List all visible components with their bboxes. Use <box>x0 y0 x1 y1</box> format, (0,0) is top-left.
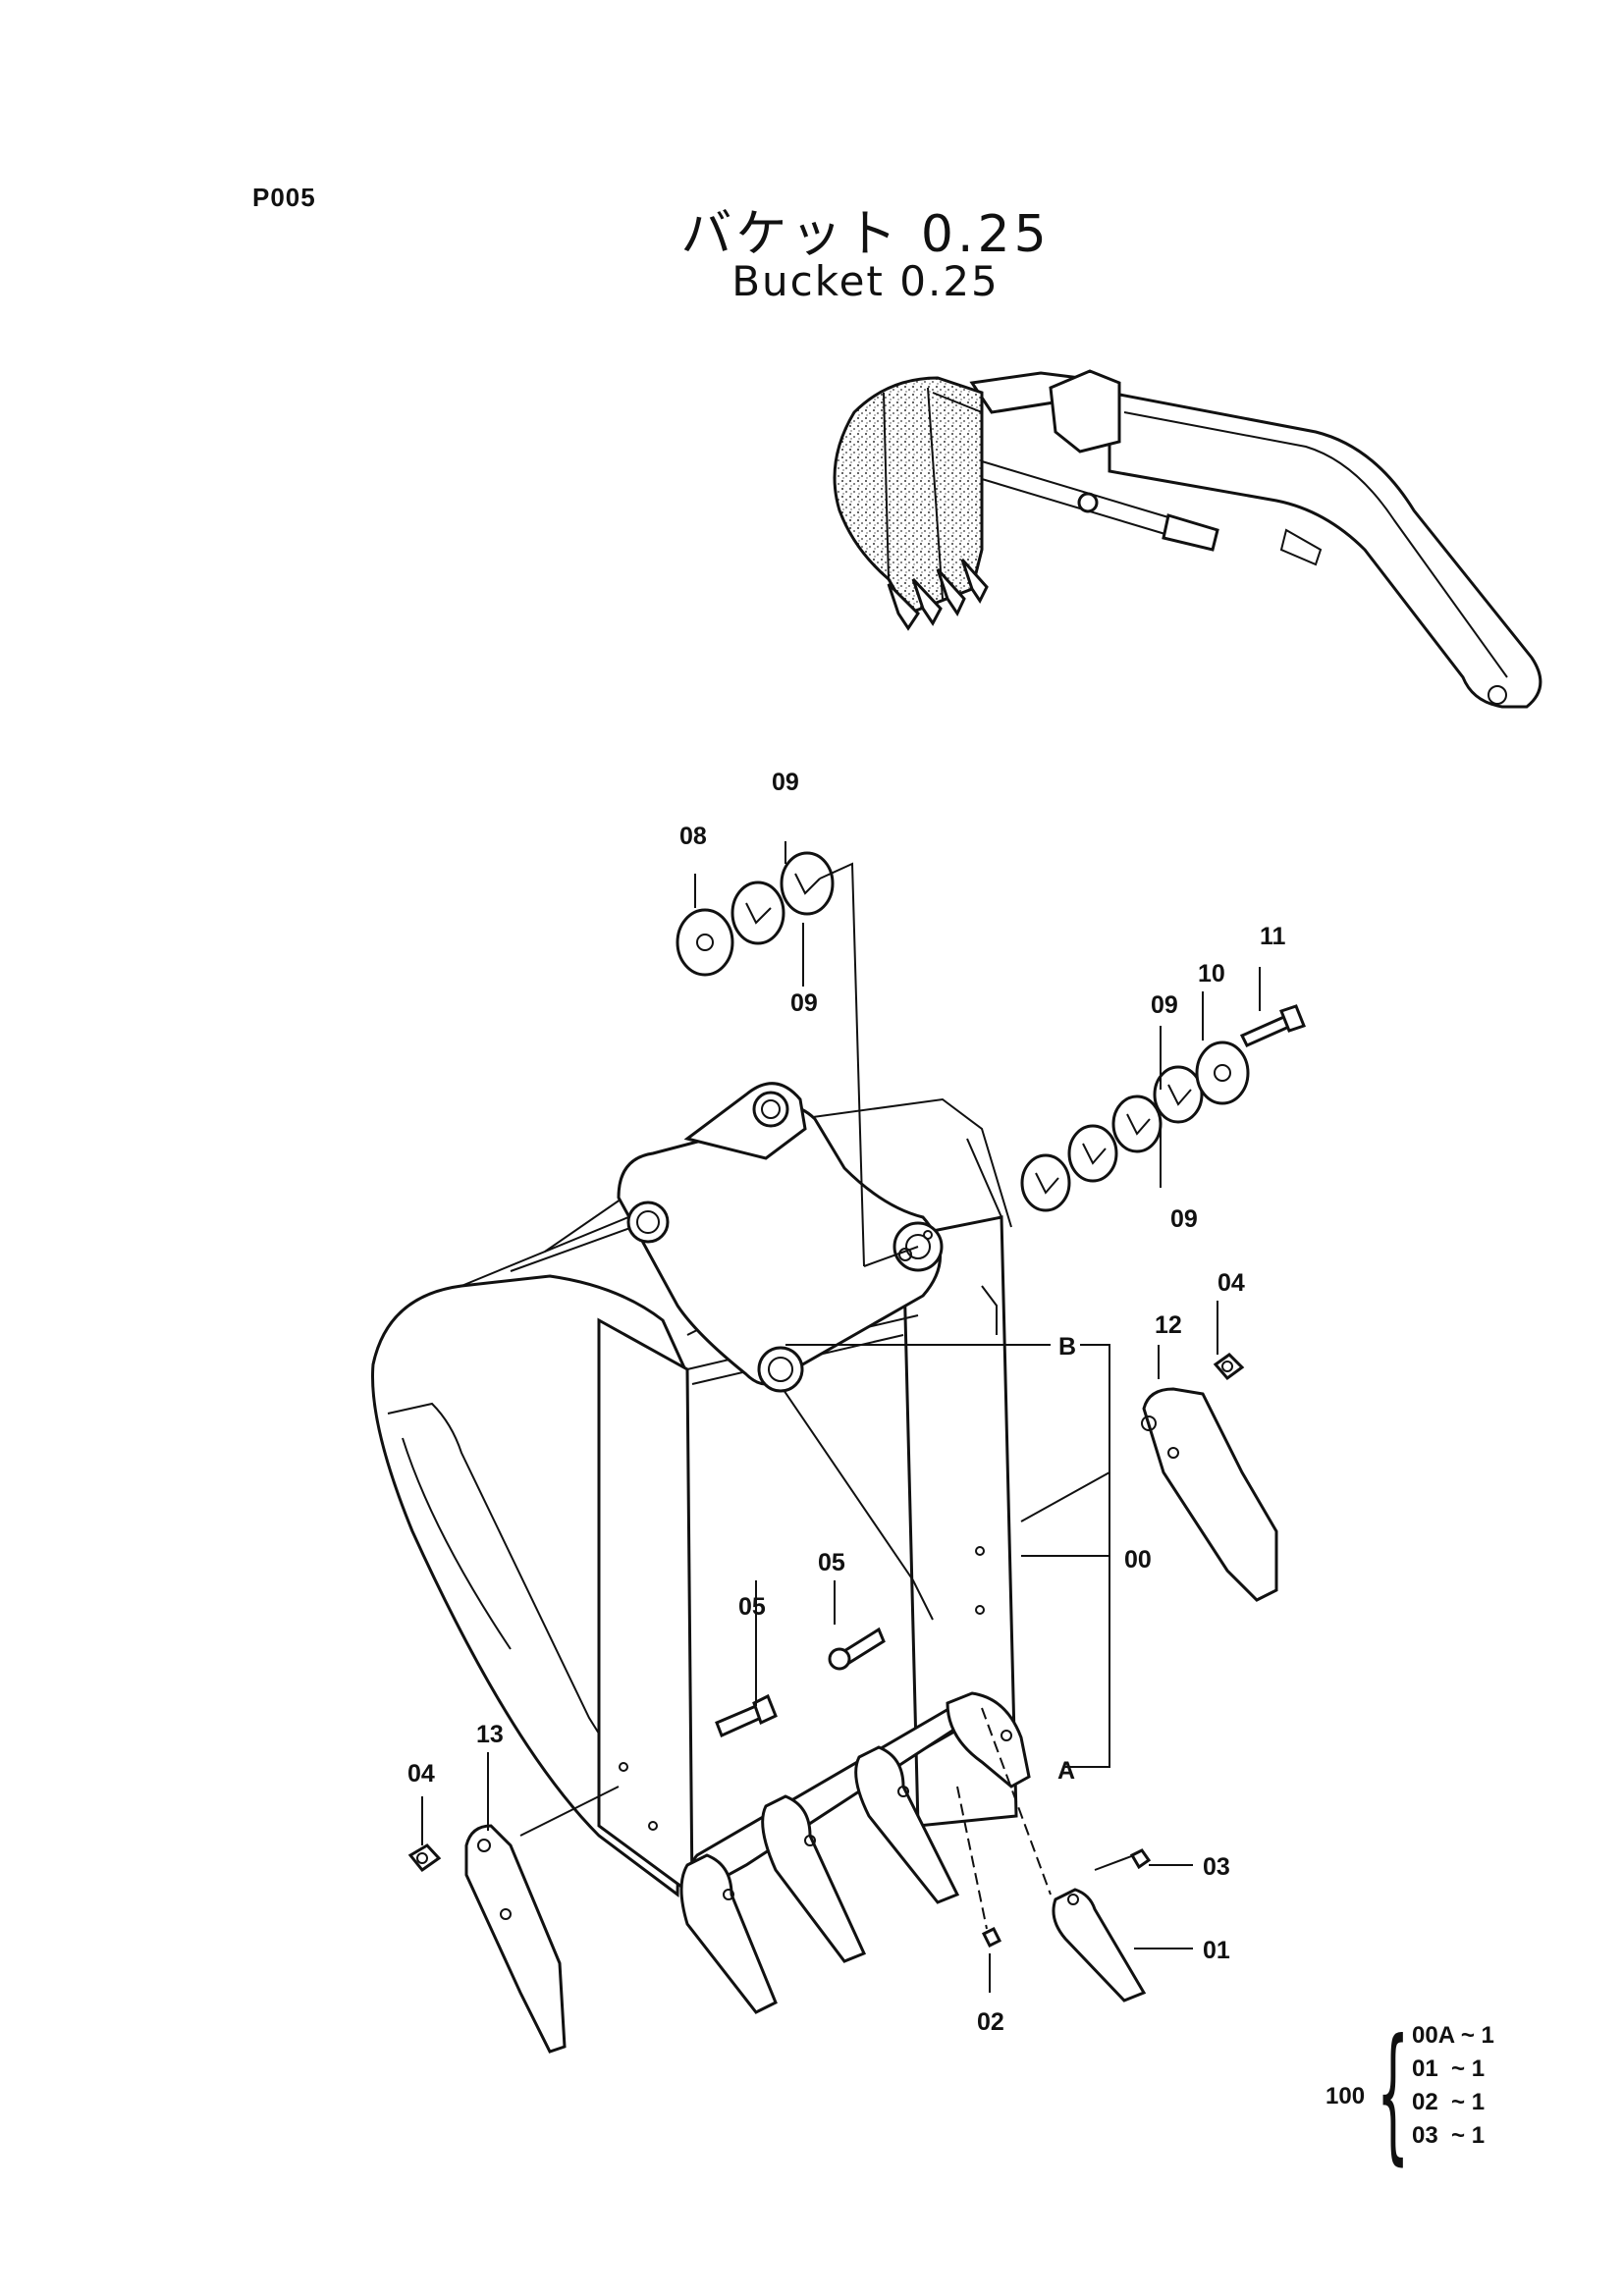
callout-03: 03 <box>1203 1853 1230 1881</box>
kit-number: 100 <box>1325 2083 1366 2109</box>
callout-04-left: 04 <box>407 1760 435 1788</box>
kit-item-qty: ~ 1 <box>1451 2122 1486 2149</box>
callout-A: A <box>1057 1757 1075 1785</box>
page-title-japanese: バケット 0.25 <box>680 205 1051 264</box>
kit-item-part: 02 <box>1412 2089 1438 2115</box>
page-title-english: Bucket 0.25 <box>731 257 1000 305</box>
page-code: P005 <box>252 183 316 212</box>
callout-12: 12 <box>1155 1311 1182 1339</box>
bucket-teeth <box>679 1691 1031 2014</box>
callout-02: 02 <box>977 2008 1004 2036</box>
kit-item-list: 00A ~ 1 01 ~ 1 02 ~ 1 03 ~ 1 <box>1412 2022 1494 2156</box>
callout-00: 00 <box>1124 1546 1152 1574</box>
callout-09-right-top: 09 <box>1151 991 1178 1019</box>
kit-item-part: 01 <box>1412 2056 1438 2082</box>
exploded-tooth-parts <box>956 1707 1152 2002</box>
callout-11: 11 <box>1260 923 1286 950</box>
callout-10: 10 <box>1198 960 1225 988</box>
callout-13: 13 <box>476 1721 504 1748</box>
callout-01: 01 <box>1203 1937 1230 1964</box>
kit-item-row: 00A ~ 1 <box>1412 2022 1494 2056</box>
callout-04-right: 04 <box>1217 1269 1245 1297</box>
callout-labels: 09 08 09 11 10 09 09 04 12 B 00 05 05 A … <box>407 769 1286 2036</box>
callout-B: B <box>1058 1333 1076 1361</box>
callout-09-lower: 09 <box>790 989 818 1017</box>
callout-09-top: 09 <box>772 769 799 796</box>
kit-item-qty: ~ 1 <box>1460 2022 1494 2049</box>
leader-lines <box>421 841 1261 1993</box>
excavator-arm-overview-illustration <box>833 369 1542 709</box>
kit-item-part: 03 <box>1412 2122 1438 2149</box>
side-cutters <box>407 1353 1278 2054</box>
kit-item-qty: ~ 1 <box>1451 2056 1486 2082</box>
kit-item-row: 01 ~ 1 <box>1412 2056 1494 2089</box>
shims-and-washers <box>676 851 1250 1212</box>
bucket-body <box>371 1082 1018 1897</box>
kit-item-part: 00A <box>1412 2022 1455 2049</box>
callout-09-right-lower: 09 <box>1170 1205 1198 1233</box>
kit-brace: { <box>1377 2008 1410 2179</box>
callout-05-upper: 05 <box>818 1549 845 1576</box>
kit-item-row: 03 ~ 1 <box>1412 2122 1494 2156</box>
kit-item-qty: ~ 1 <box>1451 2089 1486 2115</box>
kit-item-row: 02 ~ 1 <box>1412 2089 1494 2122</box>
bolts <box>715 1004 1306 1738</box>
callout-05-lower: 05 <box>738 1593 766 1621</box>
callout-08: 08 <box>679 823 707 850</box>
